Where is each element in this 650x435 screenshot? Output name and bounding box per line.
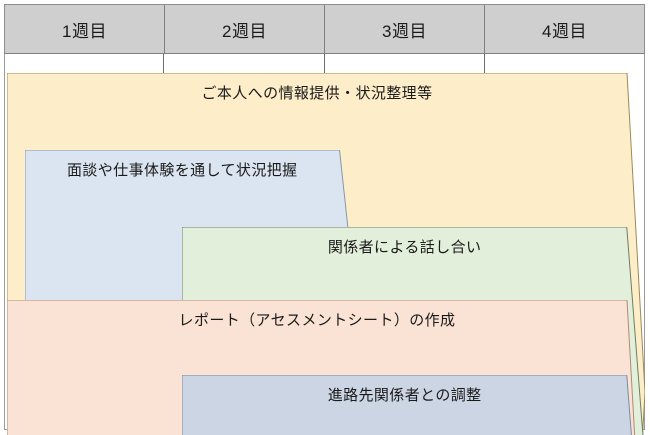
header-cell-week-1: 1週目 — [5, 5, 165, 53]
task-bar-1[interactable]: ご本人への情報提供・状況整理等 — [7, 73, 645, 435]
task-bar-3[interactable]: 関係者による話し合い — [182, 227, 645, 435]
header-cell-week-3: 3週目 — [325, 5, 485, 53]
header-cell-week-2: 2週目 — [165, 5, 325, 53]
header-label-week-1: 1週目 — [62, 21, 107, 41]
week-header-row: 1週目 2週目 3週目 4週目 — [4, 4, 645, 54]
header-label-week-2: 2週目 — [222, 21, 267, 41]
task-label-1: ご本人への情報提供・状況整理等 — [201, 85, 433, 102]
task-bar-5[interactable]: 進路先関係者との調整 — [182, 375, 645, 435]
header-label-week-3: 3週目 — [382, 21, 427, 41]
task-label-4: レポート（アセスメントシート）の作成 — [178, 312, 456, 329]
arrow-shape-icon — [182, 375, 645, 435]
task-bar-2[interactable]: 面談や仕事体験を通して状況把握 — [25, 150, 358, 435]
task-label-3: 関係者による話し合い — [327, 239, 482, 256]
header-label-week-4: 4週目 — [542, 21, 587, 41]
task-bar-4[interactable]: レポート（アセスメントシート）の作成 — [7, 300, 645, 435]
header-cell-week-4: 4週目 — [485, 5, 644, 53]
task-label-5: 進路先関係者との調整 — [327, 387, 482, 404]
task-label-2: 面談や仕事体験を通して状況把握 — [66, 162, 298, 179]
